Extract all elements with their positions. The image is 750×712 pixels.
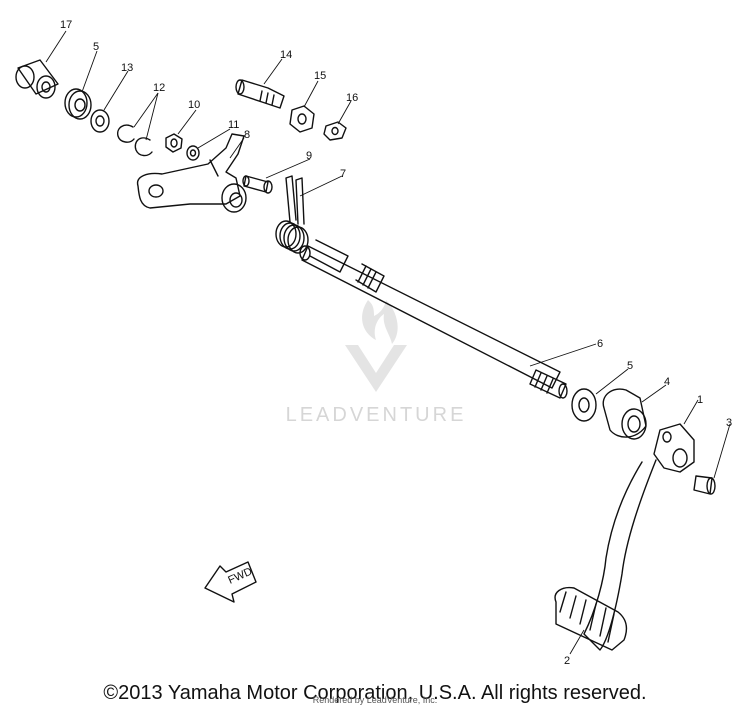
callout-2: 2 [564, 655, 570, 667]
part-3-bolt [693, 475, 716, 495]
part-6-shift-shaft [299, 239, 568, 399]
part-10-nut [165, 133, 183, 153]
part-14-bolt [235, 79, 285, 109]
fwd-arrow: FWD [204, 561, 257, 603]
part-9-bolt [242, 175, 273, 194]
part-2-pedal-rubber [554, 586, 628, 651]
callout-4: 4 [664, 376, 670, 388]
leader-lines [45, 30, 731, 655]
callout-5-upper: 5 [93, 41, 99, 53]
copyright-notice: ©2013 Yamaha Motor Corporation, U.S.A. A… [103, 682, 647, 704]
part-4-seal [602, 388, 647, 440]
part-12-circlips [117, 124, 153, 157]
callout-10: 10 [188, 99, 200, 111]
part-15-nut [289, 105, 315, 133]
callout-17: 17 [60, 19, 72, 31]
fwd-label: FWD [226, 566, 254, 587]
callout-14: 14 [280, 49, 292, 61]
part-8-shift-arm [136, 133, 247, 213]
watermark-text: LEADVENTURE [286, 404, 467, 426]
part-5-bearing-upper [64, 88, 92, 120]
part-16-lock-washer [323, 121, 347, 141]
callout-5-lower: 5 [627, 360, 633, 372]
callout-15: 15 [314, 70, 326, 82]
callout-13: 13 [121, 62, 133, 74]
callout-16: 16 [346, 92, 358, 104]
callout-12: 12 [153, 82, 165, 94]
callout-3: 3 [726, 417, 732, 429]
callout-7: 7 [340, 168, 346, 180]
callout-9: 9 [306, 150, 312, 162]
part-1-shift-pedal [583, 423, 695, 651]
part-5-bearing-lower [571, 388, 597, 422]
callout-8: 8 [244, 129, 250, 141]
part-17-collar [15, 59, 59, 99]
callout-1: 1 [697, 394, 703, 406]
leadventure-watermark: LEADVENTURE [286, 300, 467, 426]
callout-labels: 17 5 13 12 10 11 14 15 16 8 9 7 6 5 4 1 … [60, 19, 732, 667]
part-13-washer [90, 109, 110, 133]
callout-6: 6 [597, 338, 603, 350]
callout-11: 11 [228, 119, 239, 131]
part-11-washer [186, 145, 200, 161]
part-7-return-spring [275, 175, 309, 254]
rendered-by-note: Rendered by LeadVenture, Inc. [312, 695, 438, 705]
